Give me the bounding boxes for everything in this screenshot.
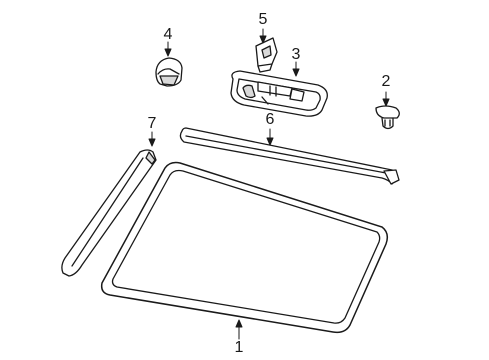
callout-2: 2 — [381, 73, 391, 90]
callout-7: 7 — [147, 115, 157, 132]
arrowhead-2 — [382, 98, 390, 107]
arrowhead-7 — [148, 138, 156, 147]
arrowhead-1 — [235, 319, 243, 328]
upper-molding-part — [179, 127, 400, 185]
arrowhead-3 — [292, 68, 300, 77]
arrowhead-4 — [164, 48, 172, 57]
leader-lines — [148, 28, 390, 340]
windshield-part — [100, 161, 389, 334]
callout-4: 4 — [163, 26, 173, 43]
rearview-mirror-part — [230, 70, 328, 117]
callout-5: 5 — [258, 11, 268, 28]
arrowhead-5 — [259, 35, 267, 44]
arrowhead-6 — [266, 137, 274, 146]
side-molding-part — [61, 149, 157, 277]
callout-1: 1 — [234, 339, 244, 356]
mount-bracket-part — [255, 37, 278, 73]
mirror-cover-part — [155, 57, 183, 87]
callout-6: 6 — [265, 111, 275, 128]
support-clip-part — [375, 105, 400, 130]
callout-3: 3 — [291, 46, 301, 63]
